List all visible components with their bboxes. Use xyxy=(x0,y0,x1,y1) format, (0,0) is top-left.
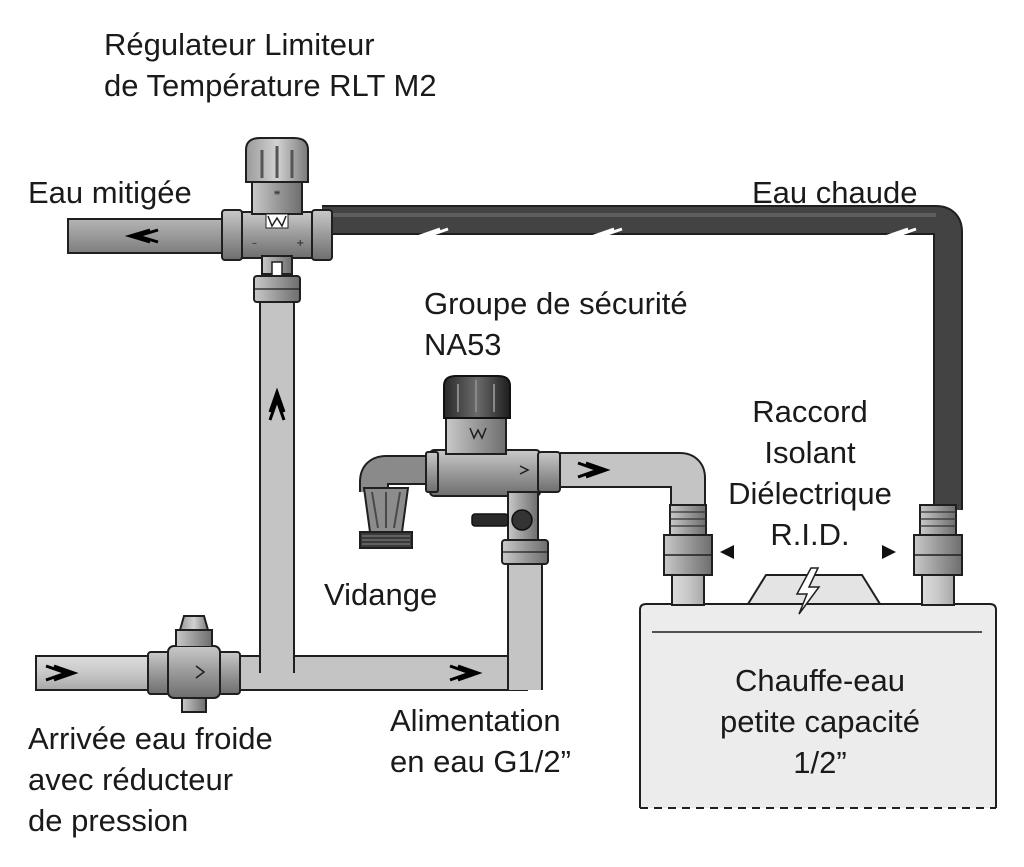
label-rlt: Régulateur Limiteur de Température RLT M… xyxy=(104,27,437,103)
flow-arrow-cold-out xyxy=(577,461,611,479)
mixed-water-pipe xyxy=(67,218,229,254)
label-eau-mitigee: Eau mitigée xyxy=(28,175,192,210)
flow-arrow-cold-inlet xyxy=(45,664,79,682)
flow-arrows xyxy=(45,227,917,682)
label-raccord-rid: Raccord Isolant Diélectrique R.I.D. xyxy=(728,394,892,552)
flow-arrow-mixed xyxy=(124,228,159,244)
flow-arrow-hot-3 xyxy=(883,227,917,245)
lightning-icon xyxy=(795,567,821,615)
arrow-left-icon xyxy=(720,545,734,559)
label-eau-chaude: Eau chaude xyxy=(752,175,918,210)
svg-text:–: – xyxy=(252,238,257,249)
svg-text:+: + xyxy=(296,238,304,249)
rlt-m2-valve: ≡ – + xyxy=(221,137,333,303)
safety-group-na53 xyxy=(359,375,561,565)
flow-arrow-cold-main xyxy=(449,664,483,682)
svg-text:≡: ≡ xyxy=(274,188,281,197)
flow-arrow-cold-up xyxy=(268,387,286,421)
label-vidange: Vidange xyxy=(324,577,438,612)
flow-arrow-hot-2 xyxy=(589,227,623,245)
label-alimentation: Alimentation en eau G1/2” xyxy=(390,703,571,779)
arrow-right-icon xyxy=(882,545,896,559)
water-heater xyxy=(639,567,997,809)
rid-pointer-arrows xyxy=(720,545,896,559)
hot-water-pipe xyxy=(322,205,963,510)
pressure-reducer xyxy=(147,615,241,713)
flow-arrow-hot-1 xyxy=(415,227,449,245)
label-arrivee-eau-froide: Arrivée eau froide avec réducteur de pre… xyxy=(28,721,273,838)
rid-fitting-hot xyxy=(913,504,963,606)
label-groupe-securite: Groupe de sécurité NA53 xyxy=(424,286,688,362)
rid-fitting-cold xyxy=(663,504,713,606)
label-chauffe-eau: Chauffe-eau petite capacité 1/2” xyxy=(720,663,920,780)
